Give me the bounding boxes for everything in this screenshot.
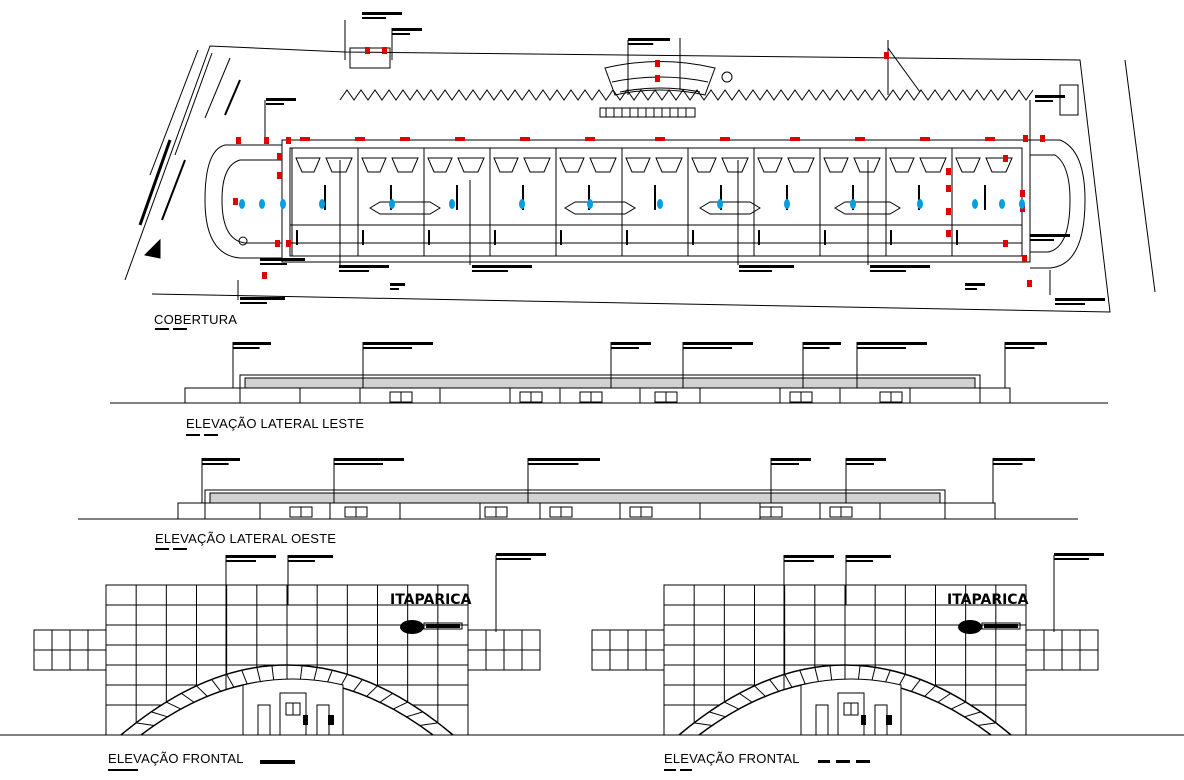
title-west-elevation: ELEVAÇÃO LATERAL OESTE <box>155 531 337 546</box>
roof-plan <box>124 12 1156 313</box>
west-openings <box>259 503 881 519</box>
title-cobertura: COBERTURA <box>154 312 238 327</box>
title-front-elevation-left: ELEVAÇÃO FRONTAL <box>108 751 244 766</box>
title-front-elevation-right: ELEVAÇÃO FRONTAL <box>664 751 800 766</box>
front-elevation-left <box>33 553 546 736</box>
site-boundary <box>124 45 1111 313</box>
plaza-arch <box>604 61 716 96</box>
fixture-markers <box>239 199 1025 209</box>
west-elevation <box>78 458 1078 520</box>
west-leaders <box>201 458 1035 503</box>
dimension-markers <box>233 47 1045 287</box>
end-loop-right <box>1030 139 1086 269</box>
annotation-leaders <box>237 12 1105 305</box>
facade-sign-right: ITAPARICA <box>947 592 1029 608</box>
facade-sign-left: ITAPARICA <box>390 592 472 608</box>
east-elevation <box>110 342 1108 404</box>
roof-bays <box>291 148 1013 256</box>
parking-stalls <box>339 89 1034 101</box>
east-openings <box>299 388 911 403</box>
title-east-elevation: ELEVAÇÃO LATERAL LESTE <box>186 416 365 431</box>
east-leaders <box>232 342 1047 388</box>
end-loop-left <box>204 144 282 259</box>
front-elevation-right <box>591 553 1104 736</box>
